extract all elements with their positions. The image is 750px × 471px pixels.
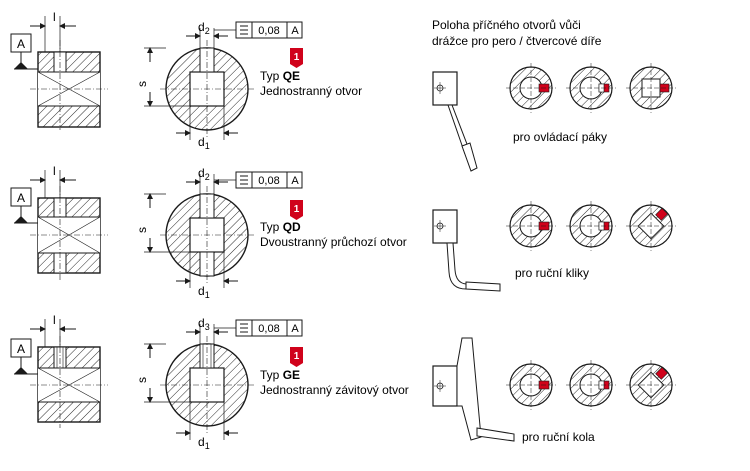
type-label: Typ GE [260,368,300,382]
datum-label: A [17,37,25,51]
dim-s: s [135,81,149,87]
dim-d-top: d2 [198,20,210,36]
note-badge-icon [290,48,303,68]
note-badge-number: 1 [294,351,300,362]
dim-s: s [135,377,149,383]
tolerance-value: 0,08 [258,323,279,335]
tolerance-frame: 0,08 A [214,319,303,337]
row-ge: A l [10,313,676,451]
dim-l: l [53,313,56,327]
application-label: pro ruční kola [522,430,595,444]
parallelism-icon [240,323,248,333]
datum-triangle-icon [14,216,28,223]
round-keyway-icon [506,63,556,113]
application-label: pro ruční kliky [515,266,589,280]
type-description: Dvoustranný průchozí otvor [260,235,407,249]
application-label: pro ovládací páky [513,130,607,144]
dim-d1: d1 [198,435,210,451]
note-badge-icon [290,347,303,367]
datum-label: A [17,191,25,205]
front-view: d3 s d1 [135,316,254,451]
round-keyway-icon [566,201,616,251]
datum-triangle-icon [14,367,28,374]
note-badge-number: 1 [294,204,300,215]
row-qe: A l [10,10,676,172]
side-section-view: A l [10,10,108,130]
tolerance-frame: 0,08 A [214,21,303,39]
tolerance-datum: A [291,25,299,37]
dim-d-top: d3 [198,316,210,332]
row-qd: A l [10,164,676,300]
square-bore-rotated-icon [626,360,676,410]
note-badge-number: 1 [294,52,300,63]
tolerance-value: 0,08 [258,175,279,187]
side-section-view: A l [10,313,108,428]
parallelism-icon [240,175,248,185]
datum-triangle-icon [14,62,28,69]
dim-d1: d1 [198,284,210,300]
header-line-2: drážce pro pero / čtvercové díře [432,34,602,48]
crank-icon [432,209,501,292]
type-description: Jednostranný závitový otvor [260,383,409,397]
dim-d1: d1 [198,135,210,151]
round-keyway-icon [566,63,616,113]
datum-label: A [17,342,25,356]
type-label: Typ QD [260,220,301,234]
square-bore-rotated-icon [626,201,676,251]
round-keyway-icon [566,360,616,410]
square-bore-icon [626,63,676,113]
dim-d-top: d2 [198,166,210,182]
note-badge-icon [290,200,303,220]
round-keyway-icon [506,360,556,410]
dim-l: l [53,164,56,178]
dim-l: l [53,10,56,24]
type-description: Jednostranný otvor [260,84,362,98]
side-section-view: A l [10,164,108,282]
round-keyway-icon [506,201,556,251]
handwheel-icon [432,337,515,442]
tolerance-datum: A [291,175,299,187]
lever-icon [432,71,478,172]
front-view: d2 s d1 [135,20,254,151]
parallelism-icon [240,25,248,35]
tolerance-value: 0,08 [258,25,279,37]
front-view: d2 s d1 [135,166,254,300]
type-label: Typ QE [260,69,300,83]
header-line-1: Poloha příčného otvorů vůči [432,18,581,32]
dim-s: s [135,227,149,233]
tolerance-datum: A [291,323,299,335]
tolerance-frame: 0,08 A [214,171,303,189]
